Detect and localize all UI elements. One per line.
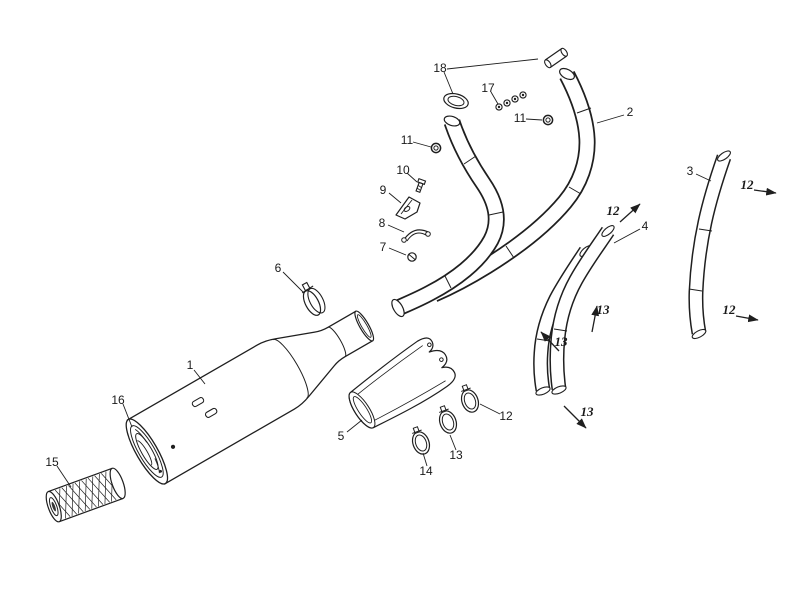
- clamp-annotation-12-c: 12: [722, 302, 736, 317]
- part-label-17: 17: [481, 81, 495, 95]
- part-label-13: 13: [449, 448, 463, 462]
- clamp-saddle-8: [401, 229, 431, 243]
- baffle-tip: [45, 467, 126, 523]
- clamp-annotation-12-b: 12: [740, 177, 754, 192]
- part-label-10: 10: [396, 163, 410, 177]
- leader-lines: [56, 58, 712, 488]
- pipe-clamp-14: [411, 426, 431, 455]
- part-label-9: 9: [379, 183, 387, 197]
- clamp-annotation-13-c: 13: [580, 404, 594, 419]
- part-label-4: 4: [641, 219, 649, 233]
- right-tailpipe: [688, 150, 732, 340]
- dual-head-pipes: [533, 225, 615, 396]
- part-label-1: 1: [186, 358, 194, 372]
- part-label-11-front: 11: [400, 133, 414, 147]
- bolt-10: [415, 177, 427, 194]
- screw-7: [407, 252, 417, 262]
- part-label-3: 3: [686, 164, 694, 178]
- part-label-2: 2: [626, 105, 634, 119]
- part-label-12: 12: [499, 409, 513, 423]
- part-label-6: 6: [274, 261, 282, 275]
- part-label-5: 5: [337, 429, 345, 443]
- part-label-7: 7: [379, 240, 387, 254]
- drain-hole: [170, 444, 176, 449]
- clamp-annotation-13-b: 13: [554, 334, 568, 349]
- flange-nut-11-front: [430, 142, 442, 154]
- cap-screws-17: [495, 91, 527, 111]
- part-label-8: 8: [378, 216, 386, 230]
- gasket-sleeve: [544, 47, 568, 69]
- part-label-14: 14: [419, 464, 433, 478]
- mount-clamp: [301, 281, 326, 316]
- muffler-end-cap: [125, 418, 169, 485]
- rear-header-pipe: [430, 67, 596, 302]
- flange-nut-11-rear: [542, 114, 554, 126]
- exhaust-gasket: [443, 92, 469, 110]
- mount-bracket-9: [395, 196, 421, 220]
- clamp-direction-arrows: [540, 187, 777, 429]
- front-header-pipe: [391, 115, 505, 318]
- pipe-clamp-12: [460, 384, 480, 413]
- clamp-annotation-12-a: 12: [606, 203, 620, 218]
- pipe-clamp-13: [438, 405, 458, 434]
- part-label-18: 18: [433, 61, 447, 75]
- part-label-11-rear: 11: [513, 111, 527, 125]
- muffler-body: [125, 310, 375, 485]
- heat-shield: [348, 337, 456, 429]
- part-label-15: 15: [45, 455, 59, 469]
- clamp-annotation-13-a: 13: [596, 302, 610, 317]
- part-label-16: 16: [111, 393, 125, 407]
